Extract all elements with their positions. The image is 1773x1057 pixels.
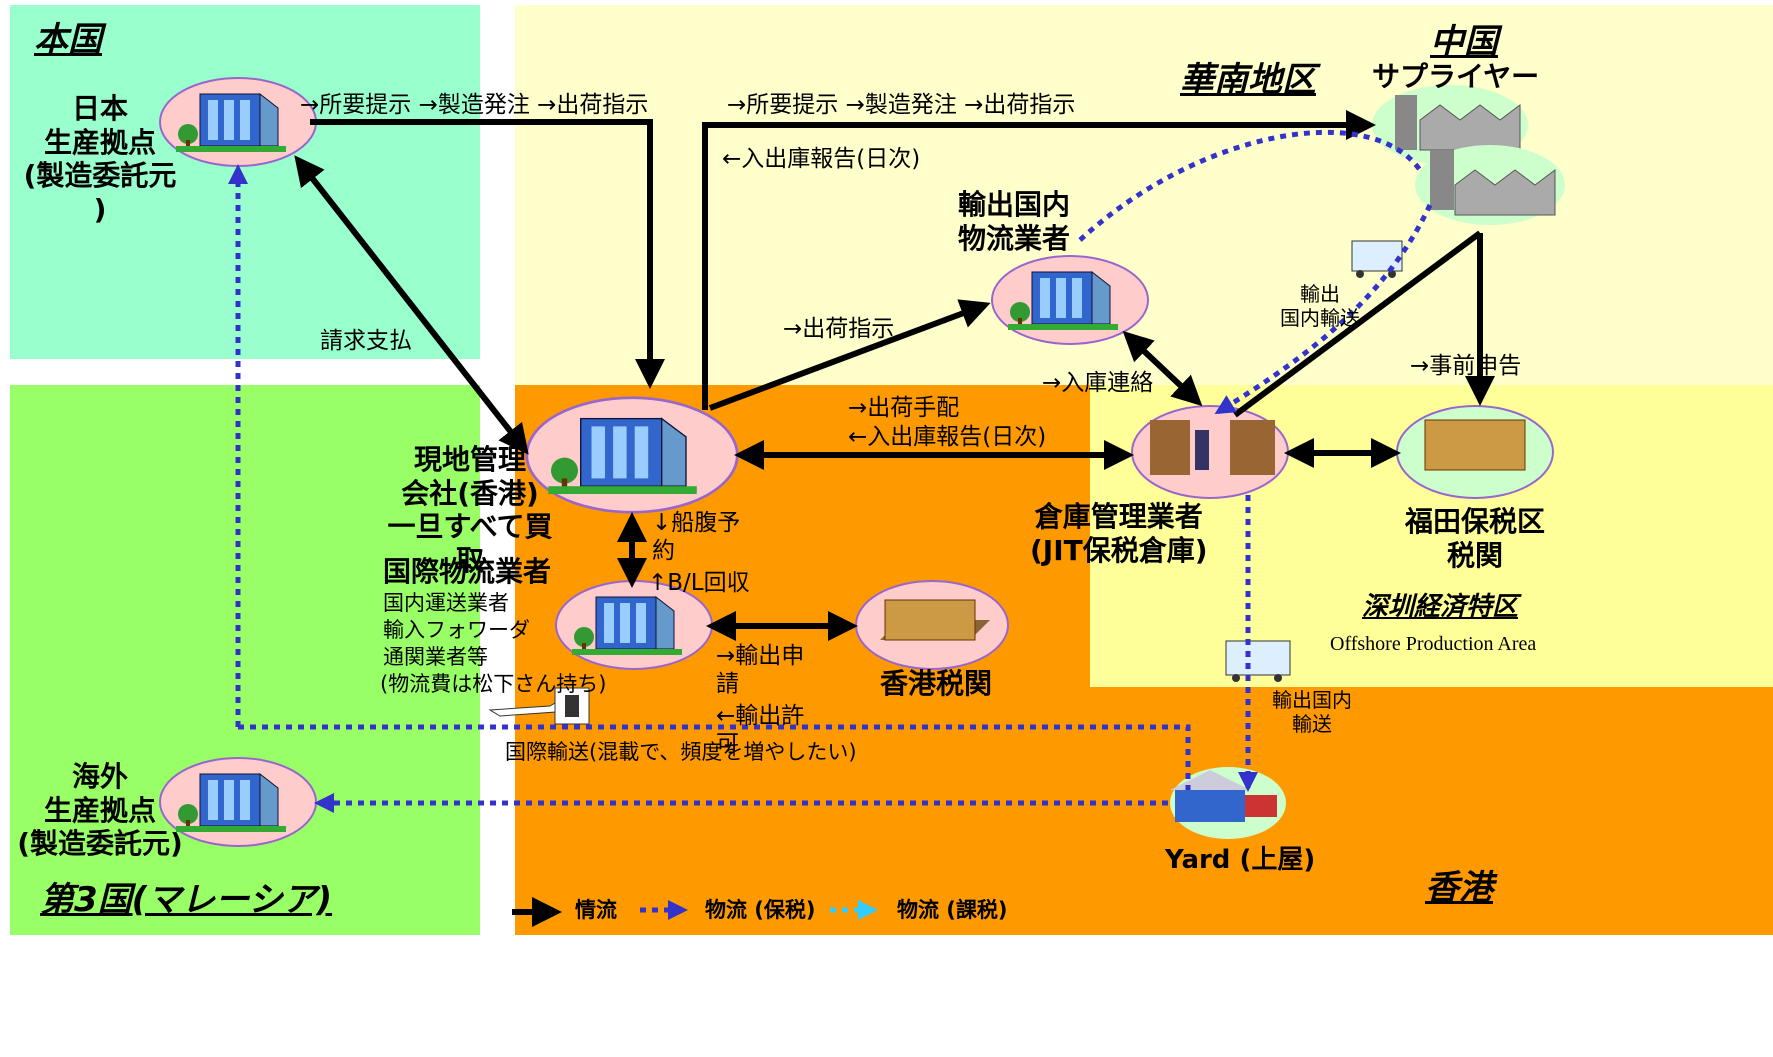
- node-export-domestic-label: 輸出国内 物流業者: [958, 188, 1071, 255]
- label-billing: 請求支払: [320, 328, 412, 354]
- label-bl-return: ↑B/L回収: [648, 570, 750, 596]
- label-ship-instruct: →出荷指示: [783, 316, 895, 342]
- supplier-factory-icon: [1372, 85, 1565, 225]
- node-intl-logistics-label: 国際物流業者: [383, 555, 552, 588]
- node-supplier-label: サプライヤー: [1372, 60, 1540, 93]
- info-flow-arrows: [294, 110, 1495, 641]
- bonded-flow-arrows: [228, 129, 1433, 813]
- label-inout-report-2: ←入出庫報告(日次): [848, 424, 1047, 450]
- airplane-icon: [488, 698, 561, 717]
- node-yard-label: Yard (上屋): [1165, 845, 1316, 875]
- region-title-honkoku: 本国: [34, 20, 102, 60]
- intl-logistics-sub-1: 国内運送業者: [383, 591, 509, 615]
- node-hk-customs-label: 香港税関: [880, 667, 993, 700]
- legend-bonded-label: 物流 (保税): [705, 898, 816, 922]
- label-booking: ↓船腹予 約: [652, 510, 741, 564]
- region-kanan: [515, 5, 1773, 385]
- label-export-apply: →輸出申 請: [716, 643, 805, 697]
- region-title-kanan: 華南地区: [1180, 60, 1316, 100]
- region-title-china: 中国: [1430, 22, 1498, 62]
- region-title-shenzhen: 深圳経済特区: [1362, 592, 1519, 622]
- region-subtitle-shenzhen: Offshore Production Area: [1330, 633, 1537, 655]
- intl-logistics-sub-2: 輸入フォワーダ: [383, 618, 530, 642]
- label-export-permit: ←輸出許 可: [716, 703, 805, 757]
- region-title-hongkong: 香港: [1425, 868, 1493, 908]
- truck-icon: [1225, 640, 1291, 682]
- region-title-dai3: 第3国(マレーシア): [40, 880, 333, 920]
- legend-info-label: 情流: [575, 898, 617, 922]
- label-inout-report: ←入出庫報告(日次): [722, 146, 921, 172]
- ship-icon: [554, 687, 590, 725]
- legend-taxed-label: 物流 (課税): [897, 898, 1008, 922]
- futian-building-icon: [1396, 405, 1554, 499]
- intl-logistics-sub-3: 通関業者等: [383, 645, 488, 669]
- node-warehouse-label: 倉庫管理業者 (JIT保税倉庫): [1030, 500, 1208, 567]
- label-top-right-flow: →所要提示 →製造発注 →出荷指示: [727, 92, 1076, 118]
- node-japan-label: 日本 生産拠点 (製造委託元 ): [23, 92, 177, 226]
- label-advance-declare: →事前申告: [1410, 353, 1522, 379]
- label-stock-notice: →入庫連絡: [1042, 370, 1154, 396]
- label-top-left-flow: →所要提示 →製造発注 →出荷指示: [300, 92, 649, 118]
- intl-logistics-sub-4: (物流費は松下さん持ち): [380, 672, 607, 696]
- label-ship-arrange: →出荷手配: [848, 395, 960, 421]
- hk-customs-building-icon: [855, 580, 1009, 670]
- label-intl-transport: 国際輸送(混載で、頻度を増やしたい): [505, 740, 857, 764]
- node-local-mgmt-label: 現地管理 会社(香港) 一旦すべて買 取: [387, 443, 553, 577]
- export-domestic-building-icon: [991, 255, 1149, 345]
- legend: [512, 897, 878, 927]
- node-overseas-label: 海外 生産拠点 (製造委託元): [17, 760, 183, 861]
- node-futian-label: 福田保税区 税関: [1404, 505, 1545, 572]
- truck-icon: [1351, 240, 1403, 278]
- label-export-domestic-transport: 輸出 国内輸送: [1280, 282, 1360, 330]
- warehouse-icon: [1131, 405, 1289, 499]
- label-export-domestic-transport-2: 輸出国内 輸送: [1272, 688, 1352, 736]
